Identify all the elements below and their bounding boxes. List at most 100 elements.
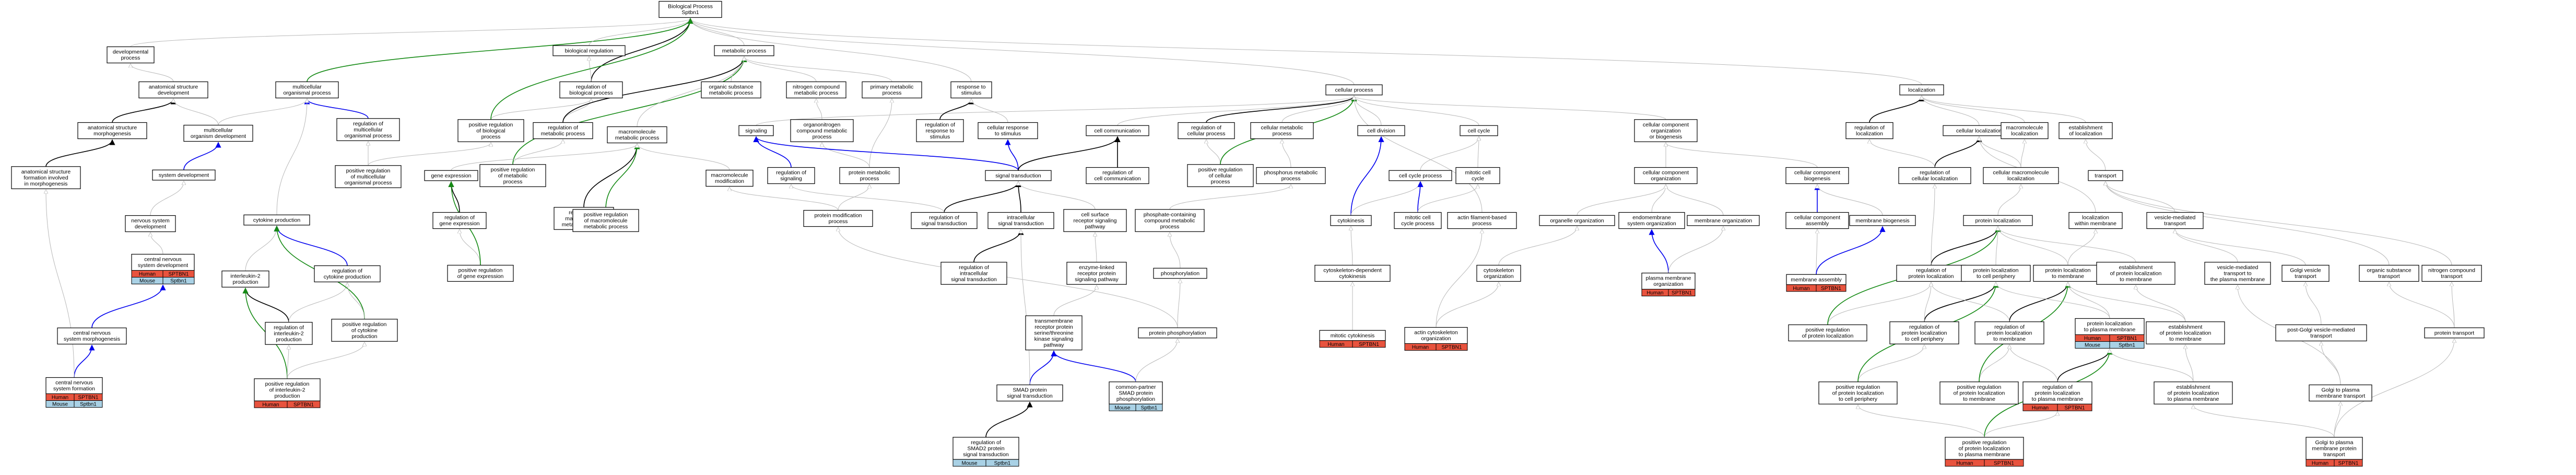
go-term-transport[interactable]: transport <box>2088 170 2123 181</box>
go-term-cell-division[interactable]: cell division <box>1357 125 1405 136</box>
go-term-protein-phosph[interactable]: protein phosphorylation <box>1138 327 1217 339</box>
go-term-cell-comm[interactable]: cell communication <box>1086 125 1149 136</box>
go-term-cell-localization[interactable]: cellular localization <box>1943 125 2016 136</box>
go-term-signaling[interactable]: signaling <box>738 125 774 136</box>
go-term-met-proc[interactable]: metabolic process <box>714 45 774 56</box>
go-term-cytokine-prod[interactable]: cytokine production <box>243 214 310 226</box>
go-term-localization[interactable]: localization <box>1899 84 1944 96</box>
go-term-cytokinesis[interactable]: cytokinesis <box>1330 215 1372 226</box>
go-term-phosphorylation[interactable]: phosphorylation <box>1153 268 1207 279</box>
go-term-protein-transport[interactable]: protein transport <box>2424 327 2485 339</box>
go-term-membrane-org[interactable]: membrane organization <box>1687 215 1760 226</box>
go-term-cell-cycle-proc[interactable]: cell cycle process <box>1389 170 1452 181</box>
go-term-membrane-biogenesis[interactable]: membrane biogenesis <box>1849 215 1916 226</box>
go-term-system-dev[interactable]: system development <box>152 169 216 181</box>
go-term-bio-reg[interactable]: biological regulation <box>552 45 626 56</box>
go-term-signal-transd[interactable]: signal transduction <box>985 170 1052 181</box>
go-term-protein-localization[interactable]: protein localization <box>1963 215 2033 226</box>
go-term-cellular-proc[interactable]: cellular process <box>1325 84 1383 96</box>
